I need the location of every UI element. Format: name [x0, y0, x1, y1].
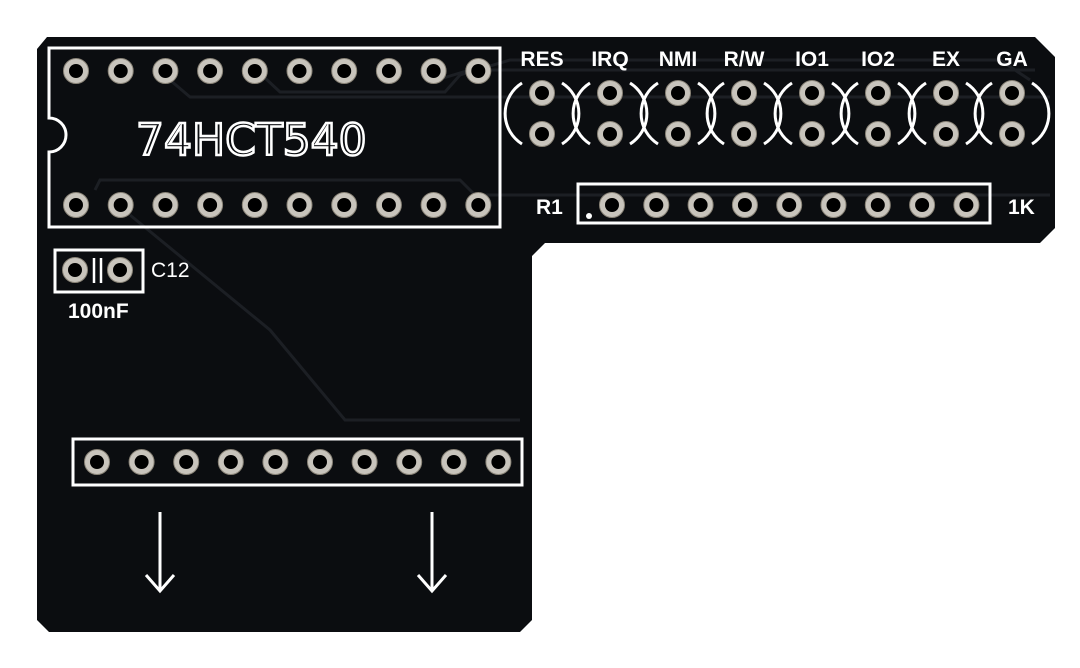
pads — [62, 58, 1025, 475]
header-outline — [571, 81, 649, 146]
resistor-pin — [953, 192, 980, 218]
ic-pin — [241, 192, 268, 218]
resistor-value: 1K — [1008, 196, 1035, 219]
ic-pin — [420, 58, 447, 84]
ic-pin — [63, 58, 89, 84]
bottom-header-outline — [71, 437, 524, 487]
ic-pin — [375, 58, 402, 84]
header-labels: RES IRQ NMI R/W IO1 IO2 EX GA — [520, 48, 1027, 71]
ic-pin — [286, 58, 313, 84]
capacitor-pin — [62, 257, 88, 283]
header-label: IO1 — [795, 48, 829, 71]
resistor-pin — [643, 192, 670, 218]
resistor-pin — [909, 192, 936, 218]
resistor-pin — [864, 192, 891, 218]
silkscreen — [47, 46, 992, 594]
arrow-down-icon — [416, 512, 448, 594]
header-label: IO2 — [861, 48, 895, 71]
capacitor-value: 100nF — [68, 300, 129, 323]
capacitor-outline — [53, 248, 145, 294]
bottom-header-pin — [440, 449, 467, 475]
ic-pin — [152, 58, 179, 84]
ic-pin — [331, 192, 358, 218]
ic-pin — [107, 192, 134, 218]
header-outline — [639, 81, 717, 146]
header-pin — [865, 121, 891, 147]
header-pin — [865, 80, 891, 106]
bottom-header-pin — [396, 449, 423, 475]
bottom-header-pin — [485, 449, 512, 475]
ic-pin — [152, 192, 179, 218]
header-pin — [529, 80, 555, 106]
resistor-pin — [599, 192, 625, 218]
resistor-ref: R1 — [536, 196, 563, 219]
header-label: RES — [520, 48, 563, 71]
header-outline — [907, 81, 985, 146]
header-pin — [799, 121, 825, 147]
capacitor-ref: C12 — [151, 259, 190, 282]
ic-pin — [241, 58, 268, 84]
ic-pin — [63, 192, 89, 218]
bottom-header-pin — [128, 449, 155, 475]
ic-pin — [286, 192, 313, 218]
resistor-pin — [776, 192, 803, 218]
header-pin — [731, 80, 757, 106]
header-label: R/W — [724, 48, 765, 71]
ic-pin — [197, 58, 224, 84]
header-outline — [503, 81, 581, 146]
bottom-header-pin — [84, 449, 110, 475]
header-pin — [999, 121, 1025, 147]
ic-pin — [331, 58, 358, 84]
header-pin — [597, 121, 623, 147]
header-pin — [799, 80, 825, 106]
header-pin — [731, 121, 757, 147]
header-outlines — [503, 81, 1051, 146]
bottom-header-pin — [262, 449, 289, 475]
resistor-pin — [687, 192, 714, 218]
header-label: EX — [932, 48, 960, 71]
pin1-marker — [586, 213, 592, 219]
header-outline — [773, 81, 851, 146]
header-label: GA — [996, 48, 1028, 71]
ic-pin — [420, 192, 447, 218]
ic-pin — [465, 58, 492, 84]
ic-pin — [375, 192, 402, 218]
header-outline — [705, 81, 783, 146]
header-pin — [933, 121, 959, 147]
ic-pin — [465, 192, 492, 218]
ic-label: 74HCT540 — [136, 115, 367, 166]
resistor-outline — [576, 182, 992, 225]
ic-outline — [47, 46, 502, 229]
header-outline — [839, 81, 917, 146]
bottom-header-pin — [307, 449, 333, 475]
header-pin — [665, 121, 691, 147]
resistor-pin — [731, 192, 758, 218]
board-outline — [37, 37, 1055, 632]
bottom-header-pin — [351, 449, 378, 475]
header-label: IRQ — [591, 48, 628, 71]
header-pin — [529, 121, 555, 147]
header-pin — [665, 80, 691, 106]
header-pin — [933, 80, 959, 106]
capacitor-pin — [107, 257, 133, 283]
bottom-header-pin — [173, 449, 200, 475]
resistor-pin — [820, 192, 847, 218]
arrow-down-icon — [144, 512, 176, 594]
ic-pin — [107, 58, 134, 84]
bottom-header-pin — [217, 449, 244, 475]
header-label: NMI — [659, 48, 698, 71]
header-outline — [973, 81, 1051, 146]
header-pin — [999, 80, 1025, 106]
header-pin — [597, 80, 623, 106]
ic-pin — [197, 192, 224, 218]
